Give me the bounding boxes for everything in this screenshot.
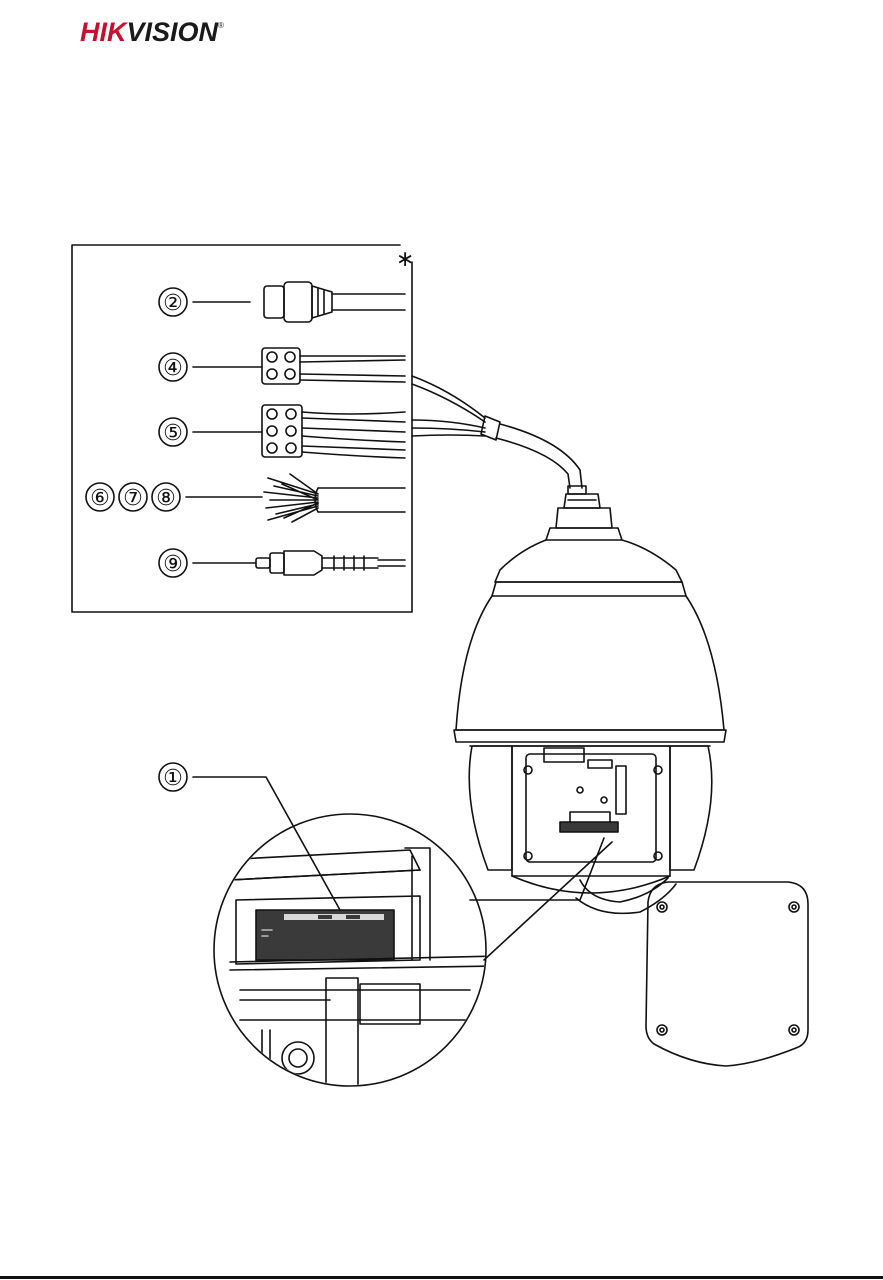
terminal-block-5: ⑤ — [159, 405, 405, 458]
callout-8: ⑧ — [156, 486, 176, 511]
connector-panel: ∗ ② ④ ⑤ — [72, 245, 414, 612]
asterisk-mark: ∗ — [396, 247, 414, 272]
speed-dome-camera — [454, 486, 726, 913]
alarm-audio-rs485-wires: ⑥ ⑦ ⑧ — [86, 474, 405, 522]
terminal-block-4: ④ — [159, 348, 405, 384]
cable-bundle — [412, 376, 582, 488]
callout-6: ⑥ — [90, 486, 110, 511]
callout-7: ⑦ — [123, 486, 143, 511]
callout-4: ④ — [163, 356, 183, 381]
cover-plate — [646, 882, 808, 1066]
callout-1: ① — [163, 766, 183, 791]
memory-card-detail: ① — [159, 763, 612, 1090]
network-connector: ② — [159, 282, 405, 322]
fiber-connector: ⑨ — [159, 549, 405, 577]
callout-9: ⑨ — [163, 552, 183, 577]
callout-2: ② — [163, 291, 183, 316]
footer-rule — [0, 1276, 883, 1279]
callout-5: ⑤ — [163, 421, 183, 446]
